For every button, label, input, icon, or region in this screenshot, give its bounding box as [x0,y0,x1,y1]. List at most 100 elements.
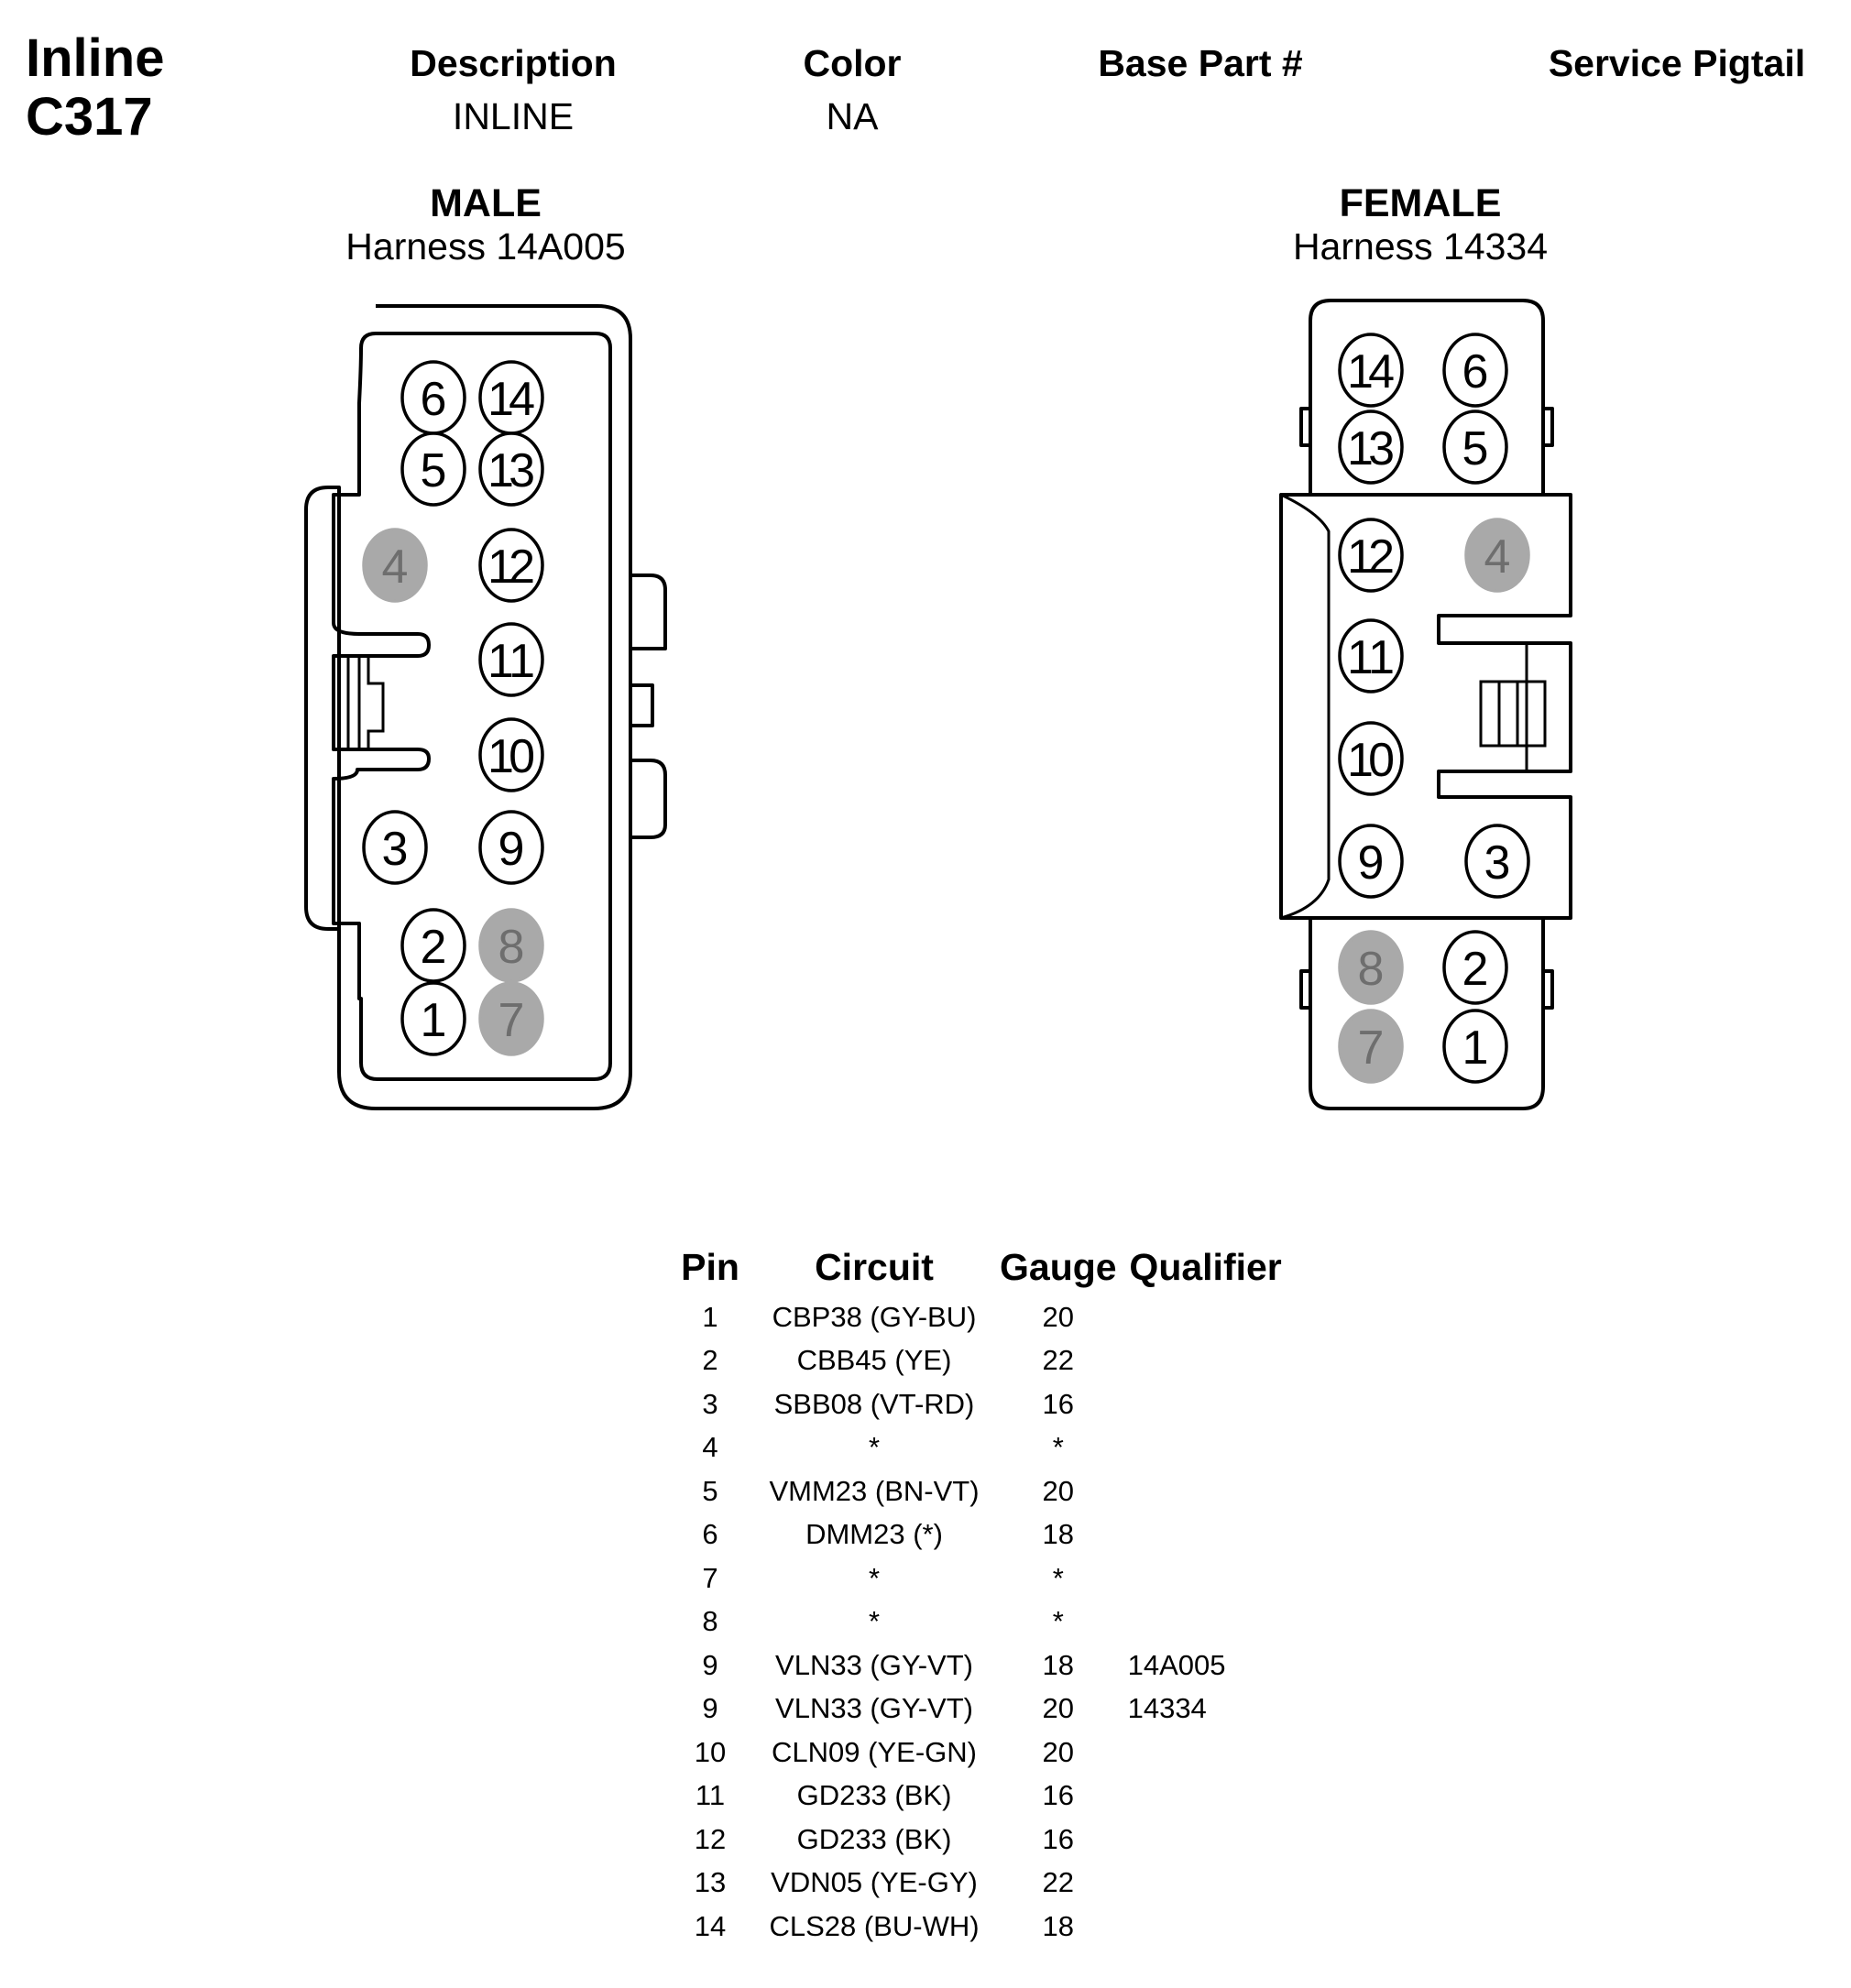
female-pin-circle [1464,518,1530,593]
female-pin-label: 6 [1462,345,1489,399]
male-harness: Harness 14A005 [345,225,626,268]
female-pin-label: 9 [1358,836,1385,890]
qualifier-column-header: Qualifier [1129,1245,1282,1288]
female-pin-circle [1442,930,1508,1005]
male-pin-circle [400,908,466,983]
table-header-row: Pin Circuit Gauge Qualifier [666,1239,1289,1295]
female-pin-9: 9 [1338,824,1404,899]
male-connector-housing [304,304,667,1110]
circuit-column-header: Circuit [815,1245,934,1288]
female-pin-label: 7 [1358,1021,1385,1075]
pin-cell: 5 [702,1474,718,1507]
circuit-cell: CLN09 (YE-GN) [772,1735,977,1768]
gauge-cell: 22 [1042,1344,1075,1377]
male-pin-label: 7 [498,994,525,1047]
gauge-cell: * [1052,1605,1064,1638]
pin-cell: 11 [695,1779,726,1812]
female-connector-housing [1279,299,1572,1110]
male-pin-circle [478,431,544,507]
male-pin-label: 14 [487,373,535,426]
qualifier-cell [1123,1600,1289,1644]
pin-column-header: Pin [681,1245,739,1288]
circuit-cell: CBB45 (YE) [796,1344,952,1377]
female-pin-5: 5 [1442,410,1508,485]
male-pin-9: 9 [478,810,544,885]
gauge-cell: 18 [1042,1909,1075,1942]
circuit-cell: * [868,1431,881,1464]
male-pin-14: 14 [478,360,544,435]
male-pin-3: 3 [362,810,428,885]
gauge-cell: 16 [1042,1779,1075,1812]
female-pin-2: 2 [1442,930,1508,1005]
gauge-cell: 16 [1042,1387,1075,1420]
circuit-cell: GD233 (BK) [796,1779,952,1812]
table-row: 7 * * [666,1557,1289,1600]
female-pin-label: 13 [1347,422,1395,475]
qualifier-cell [1123,1557,1289,1600]
pin-cell: 7 [702,1561,718,1594]
table-row: 11 GD233 (BK) 16 [666,1775,1289,1819]
male-pin-12: 12 [478,528,544,603]
circuit-cell: SBB08 (VT-RD) [773,1387,975,1420]
description-value: INLINE [452,95,575,137]
qualifier-cell [1123,1513,1289,1557]
female-pin-label: 5 [1462,422,1489,475]
gauge-cell: 20 [1042,1474,1075,1507]
male-pin-circle [362,810,428,885]
pin-cell: 4 [702,1431,718,1464]
connector-id: C317 [26,87,153,147]
male-pin-label: 8 [498,921,525,974]
female-pin-circle [1338,1009,1404,1084]
qualifier-cell [1123,1862,1289,1906]
male-pin-label: 5 [421,444,447,497]
gauge-cell: * [1052,1561,1064,1594]
female-pin-circle [1442,1009,1508,1084]
table-row: 8** [666,1600,1289,1644]
female-pin-circle [1338,410,1404,485]
male-pin-circle [478,810,544,885]
male-pin-circle [478,717,544,792]
male-pin-circle [478,908,544,983]
pin-cell: 6 [702,1518,718,1551]
circuit-cell: VLN33 (GY-VT) [775,1648,973,1681]
service-pigtail-header: Service Pigtail [1548,42,1806,84]
female-pin-label: 14 [1347,345,1395,399]
circuit-cell: * [868,1561,881,1594]
female-pin-12: 12 [1338,518,1404,593]
female-pin-label: 3 [1484,836,1511,890]
qualifier-cell [1123,1775,1289,1819]
male-pin-4-unused: 4 [362,528,428,603]
gauge-cell: 20 [1042,1735,1075,1768]
female-pin-6: 6 [1442,333,1508,408]
female-pin-label: 2 [1462,943,1489,996]
pin-cell: 10 [694,1735,727,1768]
gauge-cell: 20 [1042,1692,1075,1725]
female-pin-10: 10 [1338,721,1404,796]
male-pin-label: 1 [421,994,447,1047]
female-pin-13: 13 [1338,410,1404,485]
female-pin-circle [1338,930,1404,1005]
gauge-cell: 22 [1042,1866,1075,1899]
male-pin-label: 2 [421,921,447,974]
female-pin-circle [1338,518,1404,593]
pin-cell: 9 [702,1648,718,1681]
qualifier-cell [1123,1469,1289,1513]
circuit-cell: DMM23 (*) [805,1518,943,1551]
gauge-cell: 18 [1042,1648,1075,1681]
female-pin-label: 12 [1347,530,1395,584]
circuit-cell: * [868,1605,881,1638]
male-pin-10: 10 [478,717,544,792]
female-pin-circle [1338,618,1404,694]
color-header: Color [803,42,902,84]
gauge-cell: 20 [1042,1300,1075,1333]
male-pin-7-unused: 7 [478,981,544,1056]
qualifier-cell [1123,1818,1289,1862]
